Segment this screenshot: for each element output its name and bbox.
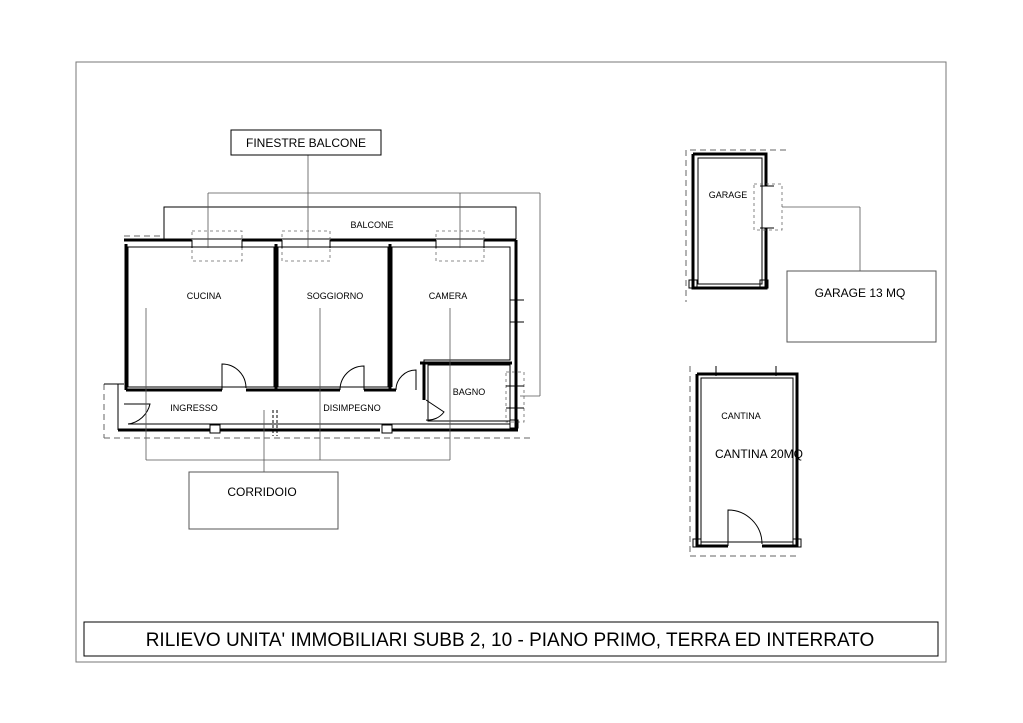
- label-cantina-area: CANTINA 20MQ: [715, 447, 803, 461]
- drawing-title: RILIEVO UNITA' IMMOBILIARI SUBB 2, 10 - …: [146, 630, 875, 651]
- title-box: [83, 621, 939, 657]
- room-bagno: [427, 364, 511, 422]
- callout-corridoio-text: CORRIDOIO: [227, 485, 296, 499]
- label-cucina: CUCINA: [187, 291, 222, 301]
- label-camera: CAMERA: [429, 291, 468, 301]
- label-garage: GARAGE: [709, 190, 748, 200]
- room-cucina: [127, 246, 275, 388]
- label-cantina: CANTINA: [721, 411, 761, 421]
- label-disimpegno: DISIMPEGNO: [323, 403, 381, 413]
- callout-garage-text: GARAGE 13 MQ: [815, 286, 906, 300]
- balcony-slab: [163, 206, 517, 240]
- garage-plan: [685, 149, 861, 302]
- room-soggiorno: [277, 246, 389, 388]
- apartment-plan: [103, 154, 541, 472]
- label-bagno: BAGNO: [453, 387, 486, 397]
- callout-garage: [786, 270, 937, 343]
- callout-finestre-balcone: [230, 129, 382, 156]
- label-ingresso: INGRESSO: [170, 403, 218, 413]
- callout-finestre-balcone-text: FINESTRE BALCONE: [246, 136, 366, 150]
- callout-corridoio: [188, 471, 339, 530]
- label-soggiorno: SOGGIORNO: [307, 291, 364, 301]
- sheet-frame: [75, 61, 947, 663]
- label-balcone: BALCONE: [350, 220, 393, 230]
- room-camera: [391, 246, 511, 387]
- cantina-plan: [689, 366, 802, 557]
